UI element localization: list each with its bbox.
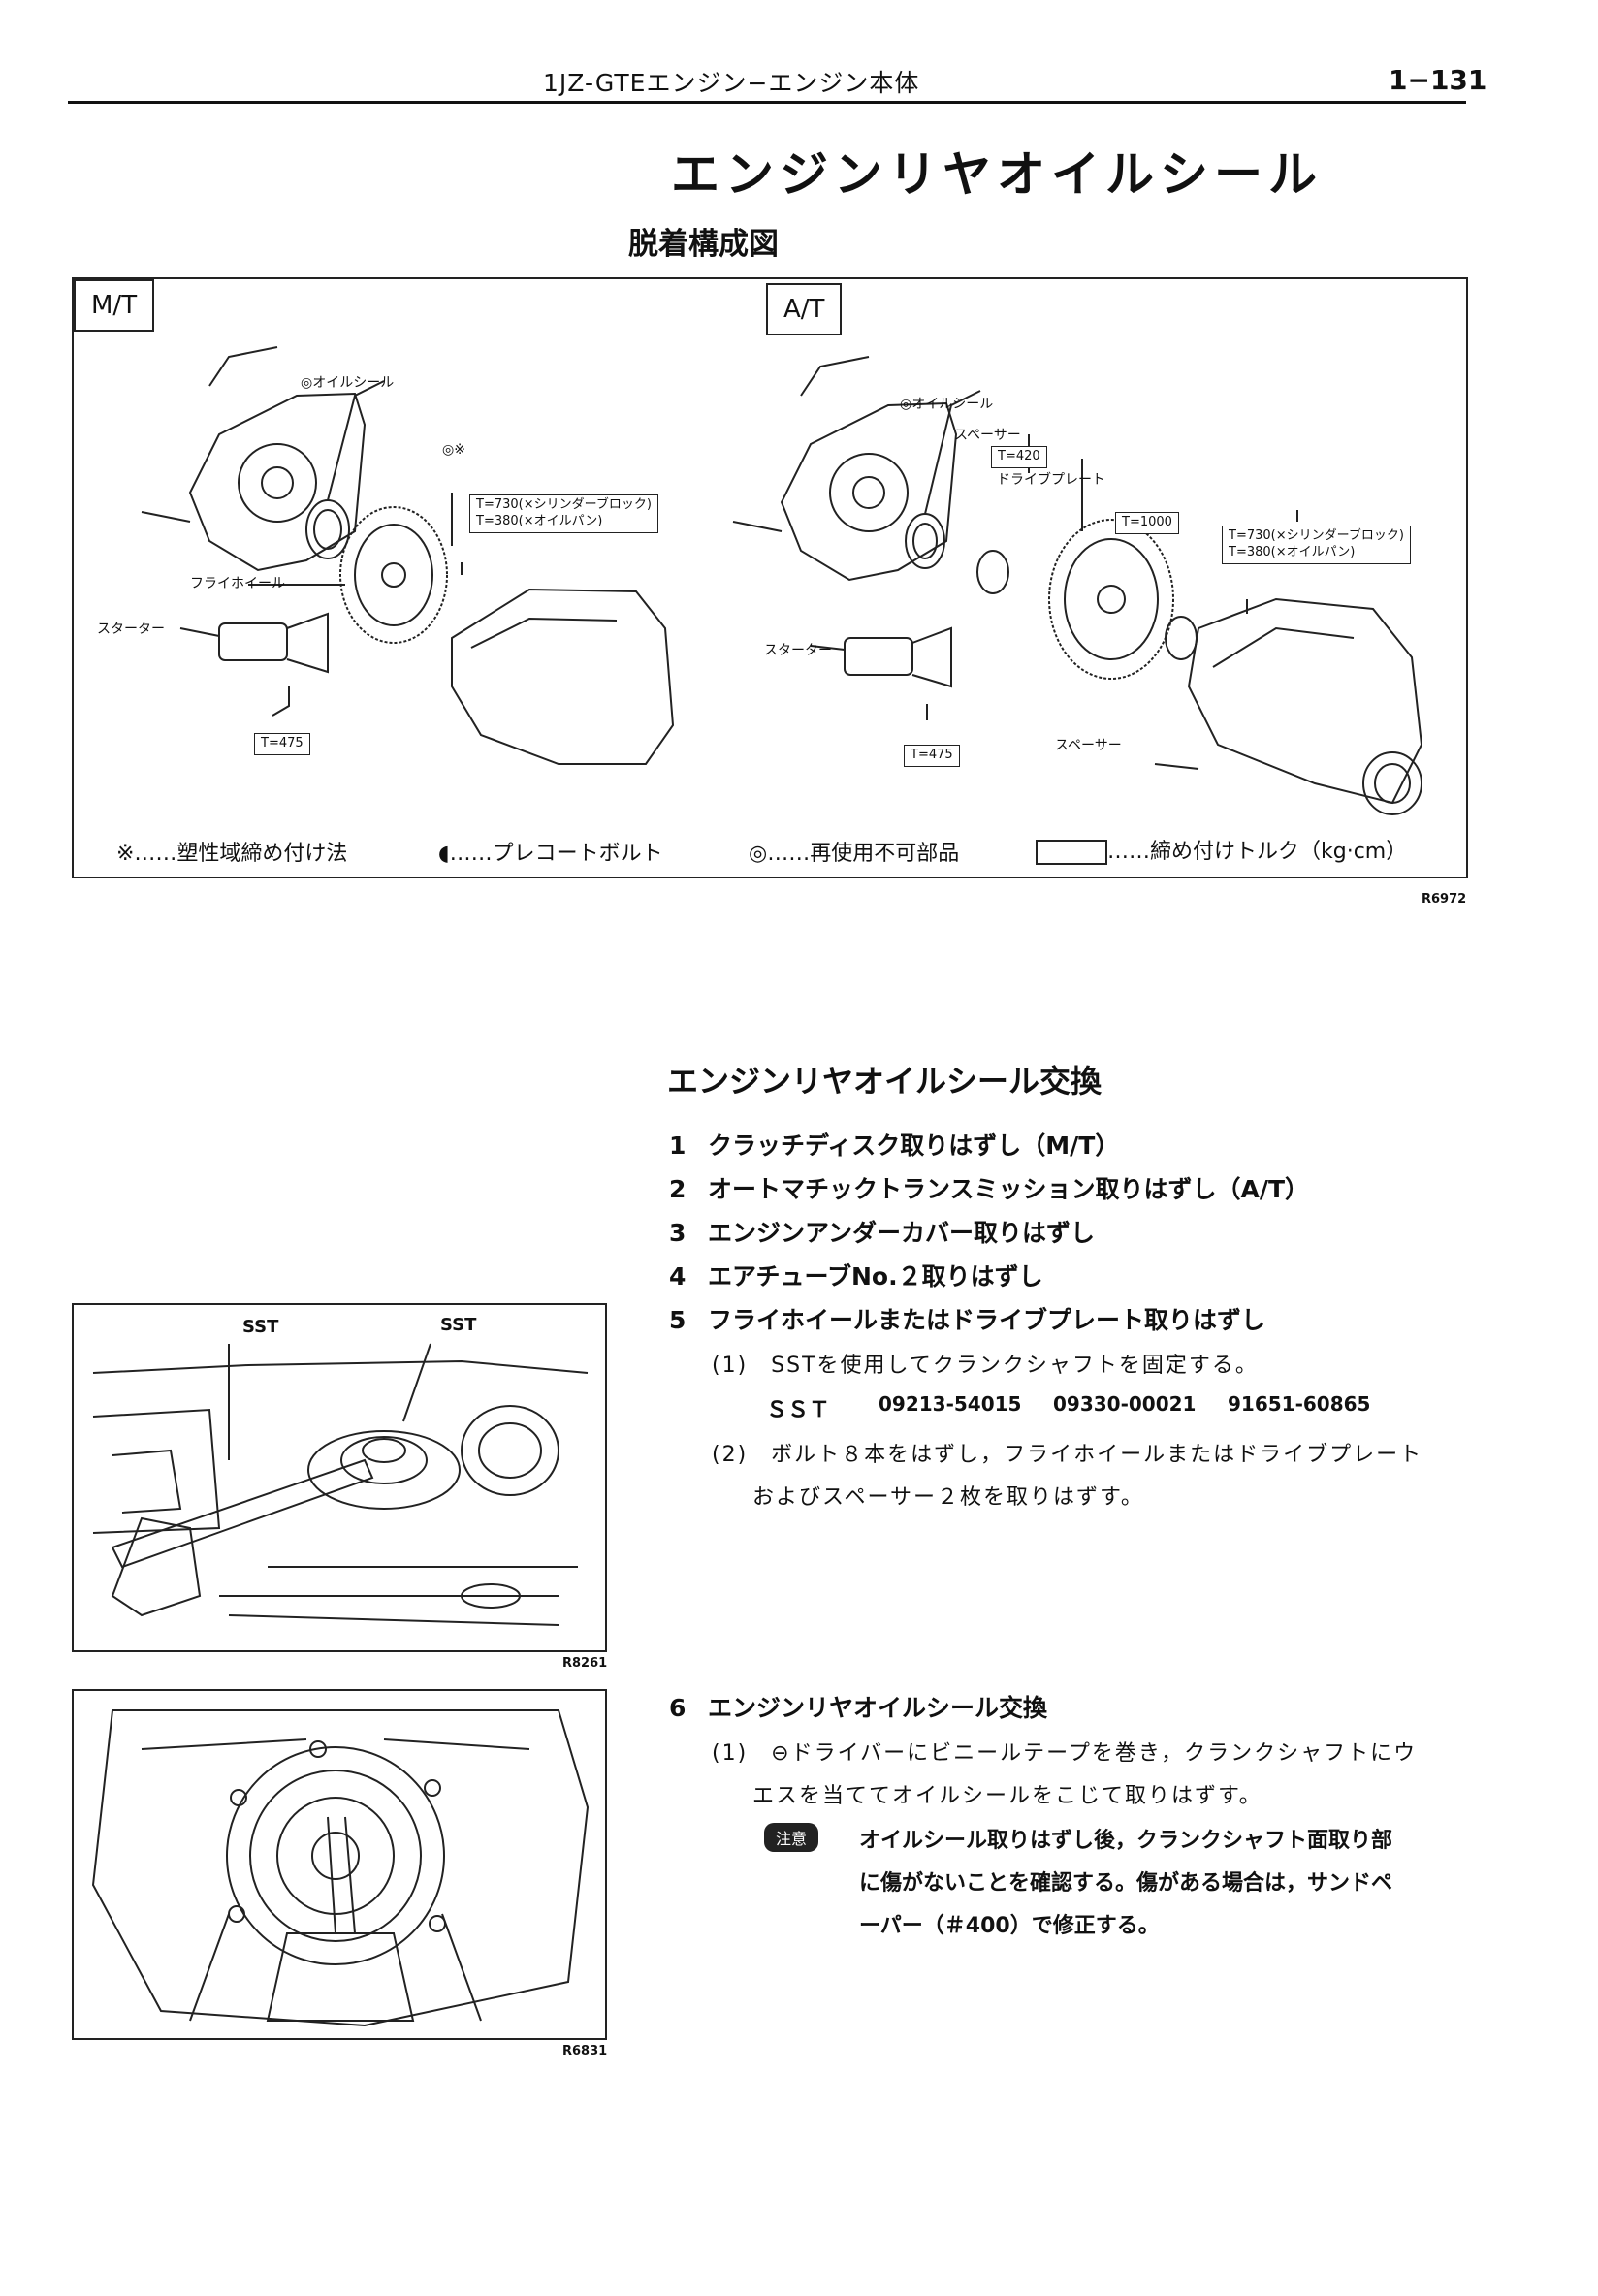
mt-tag: M/T <box>74 279 155 332</box>
at-torque-block: T=730(×シリンダーブロック) <box>1229 528 1404 543</box>
figure-sst-crankshaft: SST SST <box>72 1303 607 1652</box>
at-torque-drive-plate: T=1000 <box>1115 512 1179 534</box>
exploded-diagram: M/T A/T <box>72 277 1468 878</box>
figure-oil-seal-removal <box>72 1689 607 2040</box>
sst-code-3: 91651-60865 <box>1228 1392 1371 1416</box>
sst-code-2: 09330-00021 <box>1053 1392 1197 1416</box>
step6-sub1-line1: (1) ⊖ドライバーにビニールテープを巻き，クランクシャフトにウ <box>712 1741 1418 1766</box>
at-torque-pan: T=380(×オイルパン) <box>1229 544 1356 559</box>
mt-torque-box: T=730(×シリンダーブロック) T=380(×オイルパン) <box>469 494 658 533</box>
at-torque-starter: T=475 <box>904 745 960 767</box>
mt-torque-block: T=730(×シリンダーブロック) <box>476 497 652 512</box>
mt-flywheel-label: フライホイール <box>190 576 285 591</box>
caution-line-1: オイルシール取りはずし後，クランクシャフト面取り部 <box>859 1829 1393 1853</box>
legend-nonreuse: ◎……再使用不可部品 <box>749 842 960 866</box>
at-oil-seal-label: ◎オイルシール <box>900 397 994 412</box>
legend-torque: ……締め付けトルク（kg·cm） <box>1036 834 1407 865</box>
legend-plastic: ※……塑性域締め付け法 <box>116 842 348 866</box>
figure2-code: R6831 <box>562 2044 608 2058</box>
section-subtitle: 脱着構成図 <box>628 227 779 262</box>
at-spacer-bottom-label: スペーサー <box>1055 738 1122 753</box>
at-tag: A/T <box>766 283 843 335</box>
caution-line-3: ーパー（＃400）で修正する。 <box>859 1914 1160 1938</box>
legend-torque-box <box>1036 840 1107 865</box>
sst-crankshaft-illustration <box>92 1343 589 1626</box>
at-torque-spacer: T=420 <box>991 446 1047 468</box>
diagram-code: R6972 <box>1422 892 1467 907</box>
step5-sub2-line2: およびスペーサー２枚を取りはずす。 <box>752 1485 1144 1510</box>
page-title: エンジンリヤオイルシール <box>671 146 1323 203</box>
step6-sub1-line2: エスを当ててオイルシールをこじて取りはずす。 <box>752 1784 1262 1808</box>
legend-torque-text: ……締め付けトルク（kg·cm） <box>1107 840 1408 864</box>
sst-label-right: SST <box>440 1315 477 1335</box>
mt-torque-pan: T=380(×オイルパン) <box>476 513 603 528</box>
mt-oil-seal-label: ◎オイルシール <box>301 375 395 391</box>
header-title: 1JZ-GTEエンジン−エンジン本体 <box>543 69 920 97</box>
caution-line-2: に傷がないことを確認する。傷がある場合は，サンドペ <box>859 1871 1393 1896</box>
sst-label-left: SST <box>242 1317 279 1337</box>
at-torque-box: T=730(×シリンダーブロック) T=380(×オイルパン) <box>1222 526 1411 564</box>
legend-precoat: ◖……プレコートボルト <box>438 842 663 866</box>
caution-badge: 注意 <box>764 1823 819 1852</box>
at-spacer-top-label: スペーサー <box>954 428 1021 443</box>
mt-starter-label: スターター <box>97 622 165 637</box>
at-drive-plate-label: ドライブプレート <box>997 472 1105 488</box>
section-heading: エンジンリヤオイルシール交換 <box>667 1063 1103 1100</box>
sst-label: ＳＳＴ <box>766 1398 831 1422</box>
step5-sub1: (1) SSTを使用してクランクシャフトを固定する。 <box>712 1354 1259 1378</box>
step5-sub2-line1: (2) ボルト８本をはずし，フライホイールまたはドライブプレート <box>712 1443 1423 1467</box>
page-number: 1−131 <box>1389 64 1487 96</box>
header-rule <box>68 101 1466 104</box>
sst-code-1: 09213-54015 <box>879 1392 1022 1416</box>
oil-seal-removal-illustration <box>91 1709 590 2027</box>
at-starter-label: スターター <box>764 643 832 658</box>
mt-bolt-label: ◎※ <box>442 442 465 458</box>
figure1-code: R8261 <box>562 1656 608 1671</box>
mt-torque-starter: T=475 <box>254 733 310 755</box>
